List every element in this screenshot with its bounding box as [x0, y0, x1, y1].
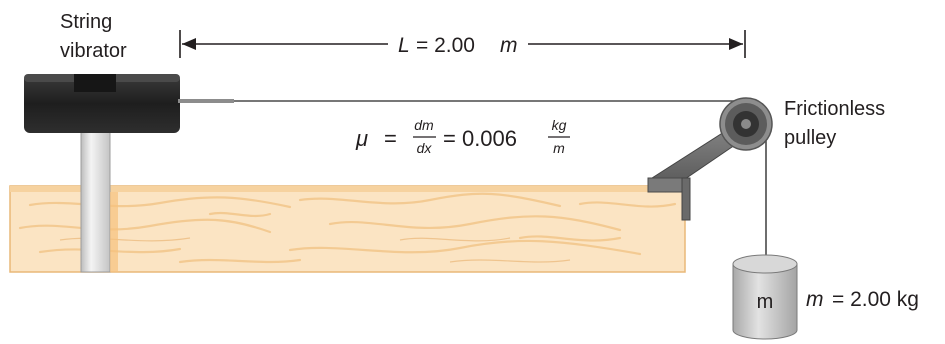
mu-unit-denominator: m [553, 140, 565, 156]
mu-symbol: μ [355, 126, 368, 151]
linear-density-equation: μ = dm dx = 0.006 kg m [355, 117, 570, 156]
length-variable: L [398, 34, 410, 57]
pulley-label-line2: pulley [784, 127, 836, 149]
length-value: = 2.00 [416, 34, 475, 57]
string-vibrator [24, 74, 234, 133]
mu-value: = 0.006 [443, 126, 517, 151]
mu-denominator: dx [417, 140, 433, 156]
mu-equals: = [384, 126, 397, 151]
wooden-table [9, 185, 686, 273]
length-dimension [179, 30, 746, 58]
pulley-label-line1: Frictionless [784, 98, 885, 120]
mass-block-label: m [757, 291, 774, 313]
mass-value: = 2.00 kg [832, 288, 919, 311]
mu-unit-numerator: kg [552, 117, 567, 133]
mass-label: m = 2.00 kg [806, 288, 919, 311]
length-label: L = 2.00 m [398, 34, 518, 57]
mu-numerator: dm [414, 117, 434, 133]
vibrator-label-line1: String [60, 11, 112, 33]
hanging-mass: m [732, 254, 798, 340]
length-unit: m [500, 34, 518, 57]
mass-variable: m [806, 288, 824, 311]
frictionless-pulley [719, 97, 773, 151]
vibrator-label-line2: vibrator [60, 40, 127, 62]
